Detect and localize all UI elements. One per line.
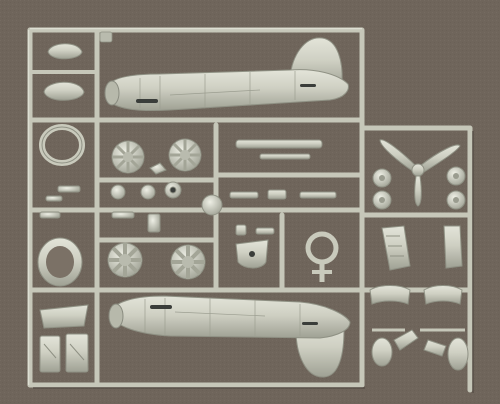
fuselage-half-bottom <box>108 295 351 378</box>
gear-parts <box>371 329 469 371</box>
cockpit-tub <box>381 225 411 271</box>
sprue-frame <box>27 27 473 393</box>
curved-panels <box>369 285 463 305</box>
seat-part <box>235 239 269 269</box>
sprue-tag <box>99 31 113 43</box>
headrest-ring <box>305 231 339 282</box>
fuselage-half-top <box>104 37 349 111</box>
propeller <box>379 139 461 207</box>
radial-engines <box>107 138 206 280</box>
cowl-ring-lower <box>37 237 83 287</box>
small-parts <box>39 162 223 233</box>
cowl-ring <box>39 124 85 166</box>
flap-parts <box>39 304 89 373</box>
cowl-parts <box>30 43 97 101</box>
gun-part <box>235 139 323 160</box>
cowl-flap <box>443 225 463 269</box>
wheels <box>372 166 466 210</box>
